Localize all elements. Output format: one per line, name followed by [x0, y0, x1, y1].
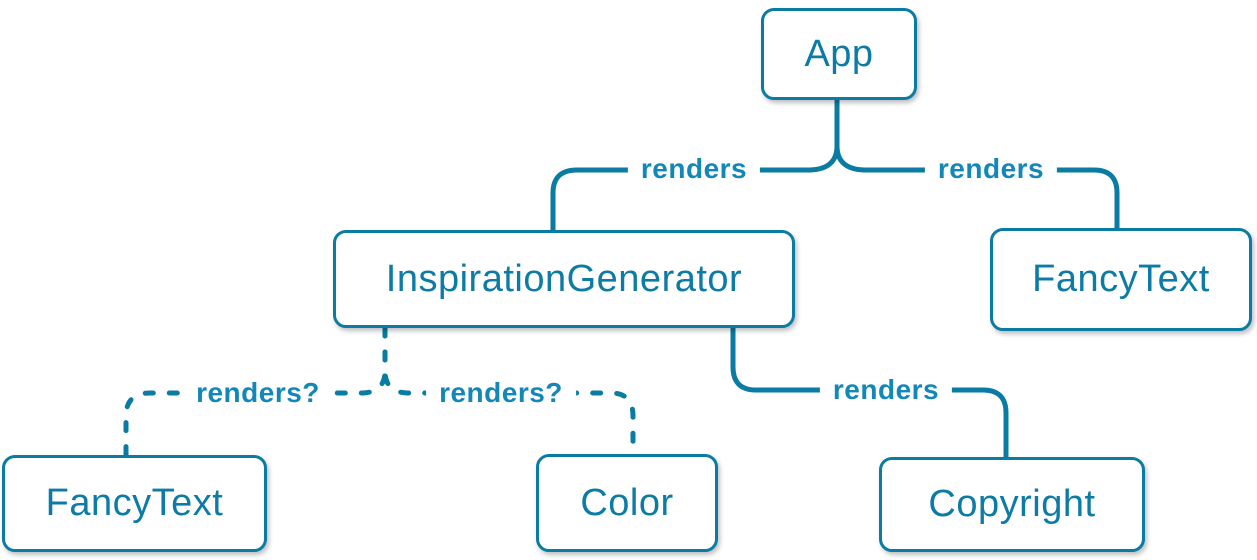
node-fancy-text-left: FancyText [2, 455, 267, 552]
edge-inspirationgenerator-to-color [382, 325, 636, 458]
edge-label-inspirationgenerator-fancytext: renders? [183, 375, 333, 411]
node-copyright-label: Copyright [928, 483, 1096, 525]
node-color-label: Color [580, 481, 674, 524]
edge-label-app-fancytext: renders [924, 151, 1058, 187]
node-fancy-text-right-label: FancyText [1032, 258, 1210, 300]
node-fancy-text-right: FancyText [990, 228, 1252, 331]
node-inspiration-generator-label: InspirationGenerator [385, 257, 743, 300]
node-inspiration-generator: InspirationGenerator [333, 230, 795, 328]
node-app: App [761, 8, 917, 100]
node-color: Color [536, 454, 718, 552]
node-fancy-text-left-label: FancyText [45, 482, 224, 524]
node-copyright: Copyright [879, 457, 1145, 552]
edge-label-inspirationgenerator-copyright: renders [819, 372, 953, 408]
edge-label-app-inspirationgenerator: renders [627, 151, 761, 187]
node-app-label: App [804, 32, 874, 75]
edge-label-inspirationgenerator-color: renders? [426, 375, 576, 411]
